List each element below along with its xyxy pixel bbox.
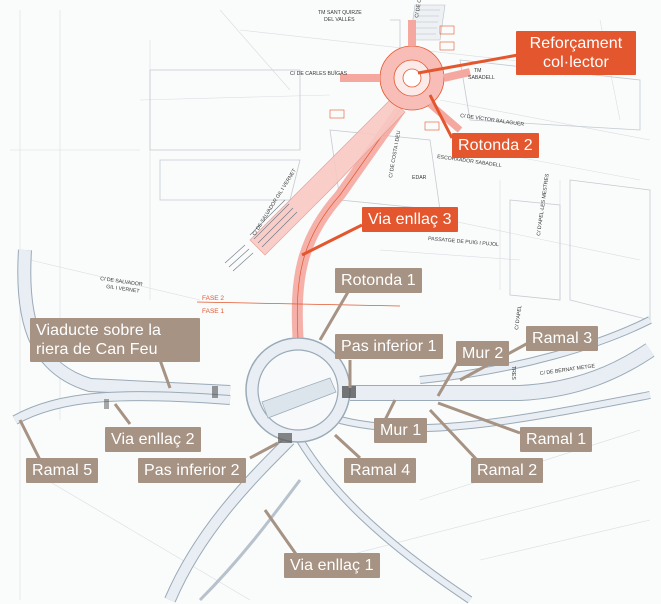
callout-rotonda-2: Rotonda 2 (452, 133, 539, 158)
callout-ramal-3: Ramal 3 (526, 326, 599, 351)
label-c-de-salvador-left-2: GIL I VERNET (106, 284, 141, 295)
red-project-area (249, 20, 471, 339)
label-fase-1: FASE 1 (202, 308, 224, 315)
label-del-valles: DEL VALLÈS (324, 16, 355, 23)
label-c-d-apel-les-mestres: C/ D'APEL·LES MESTRES (536, 173, 551, 236)
callout-pas-inferior-2: Pas inferior 2 (138, 458, 246, 483)
callout-rotonda-1: Rotonda 1 (335, 268, 422, 293)
hatched-pedestrian (224, 199, 298, 272)
label-c-de-carles-buigas: C/ DE CARLES BUÏGAS (290, 70, 348, 77)
label-tres: TRES (510, 366, 516, 380)
callout-mur-2: Mur 2 (456, 341, 510, 366)
label-c-de-costa-i-deu: C/ DE COSTA I DEU (388, 130, 402, 178)
callout-via-enllac-2: Via enllaç 2 (105, 427, 201, 452)
label-c-d-apel-right: C/ D'APEL (514, 305, 523, 330)
hatched-strip (409, 4, 446, 41)
callout-mur-1: Mur 1 (374, 418, 428, 443)
callout-ramal-4: Ramal 4 (344, 458, 417, 483)
callout-ramal-1: Ramal 1 (520, 427, 593, 452)
callout-ramal-5: Ramal 5 (26, 458, 99, 483)
label-tm-sabadell-2: SABADELL (468, 75, 495, 81)
phase-line (196, 301, 401, 307)
callout-reforcament-collector: Reforçament col·lector (516, 31, 636, 75)
label-edar: EDAR (412, 175, 427, 181)
label-c-de-salvador-left-1: C/ DE SALVADOR (100, 276, 143, 288)
label-passatge-puig-i-pujol: PASSATGE DE PUIG I PUJOL (428, 236, 499, 248)
label-tm-sant-quirze: TM SANT QUIRZE (318, 10, 362, 16)
label-tm-sabadell-1: TM (474, 68, 482, 74)
callout-via-enllac-1: Via enllaç 1 (284, 553, 380, 578)
callout-via-enllac-3: Via enllaç 3 (362, 207, 458, 232)
callout-ramal-2: Ramal 2 (471, 458, 544, 483)
callout-pas-inferior-1: Pas inferior 1 (335, 334, 443, 359)
callout-viaducte: Viaducte sobre la riera de Can Feu (30, 318, 200, 362)
label-fase-2: FASE 2 (202, 295, 224, 302)
roads (12, 249, 655, 604)
